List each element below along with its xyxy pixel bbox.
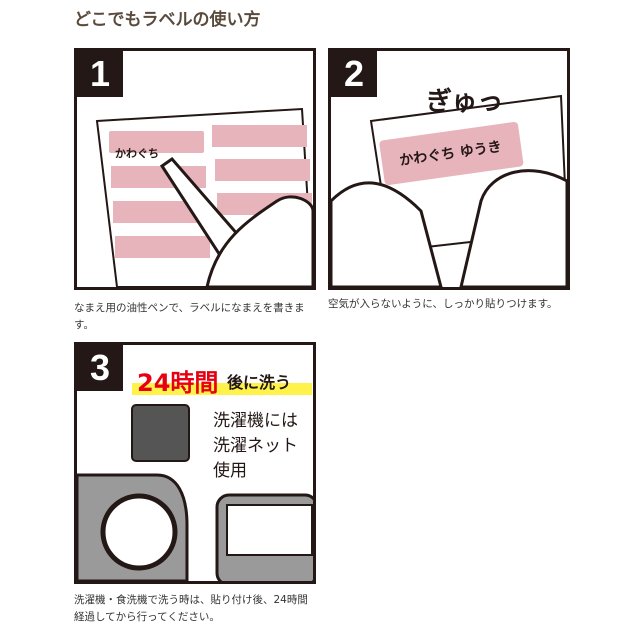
step-1-caption: なまえ用の油性ペンで、ラベルになまえを書きます。	[74, 302, 305, 331]
net-line-2: 洗濯ネット	[213, 436, 298, 456]
pressing-illustration	[331, 94, 567, 287]
step-2-panel: 2 ぎゅっ かわぐち ゆうき	[328, 48, 570, 290]
writing-illustration	[95, 107, 313, 287]
hours-text: 24時間	[137, 369, 219, 397]
wash-after-text: 後に洗う	[227, 373, 292, 392]
step-3-caption: 洗濯機・食洗機で洗う時は、貼り付け後、24時間経過してから行ってください。	[74, 594, 308, 623]
page-title: どこでもラベルの使い方	[74, 10, 261, 30]
squeeze-sound-text: ぎゅっ	[426, 87, 504, 117]
net-line-3: 使用	[213, 461, 247, 481]
washing-illustration	[77, 383, 313, 581]
step-3-panel: 3 24時間 後に洗う 洗濯機には 洗濯ネット 使用	[74, 342, 316, 584]
step-1-panel: 1 かわぐち	[74, 48, 316, 290]
label-name-text: かわぐち	[115, 147, 159, 160]
step-number: 1	[77, 51, 123, 97]
step-2-caption: 空気が入らないように、しっかり貼りつけます。	[328, 298, 558, 310]
net-line-1: 洗濯機には	[213, 411, 298, 431]
net-instruction: 洗濯機には 洗濯ネット 使用	[213, 409, 298, 484]
step-number: 3	[77, 345, 123, 391]
step-number: 2	[331, 51, 377, 97]
